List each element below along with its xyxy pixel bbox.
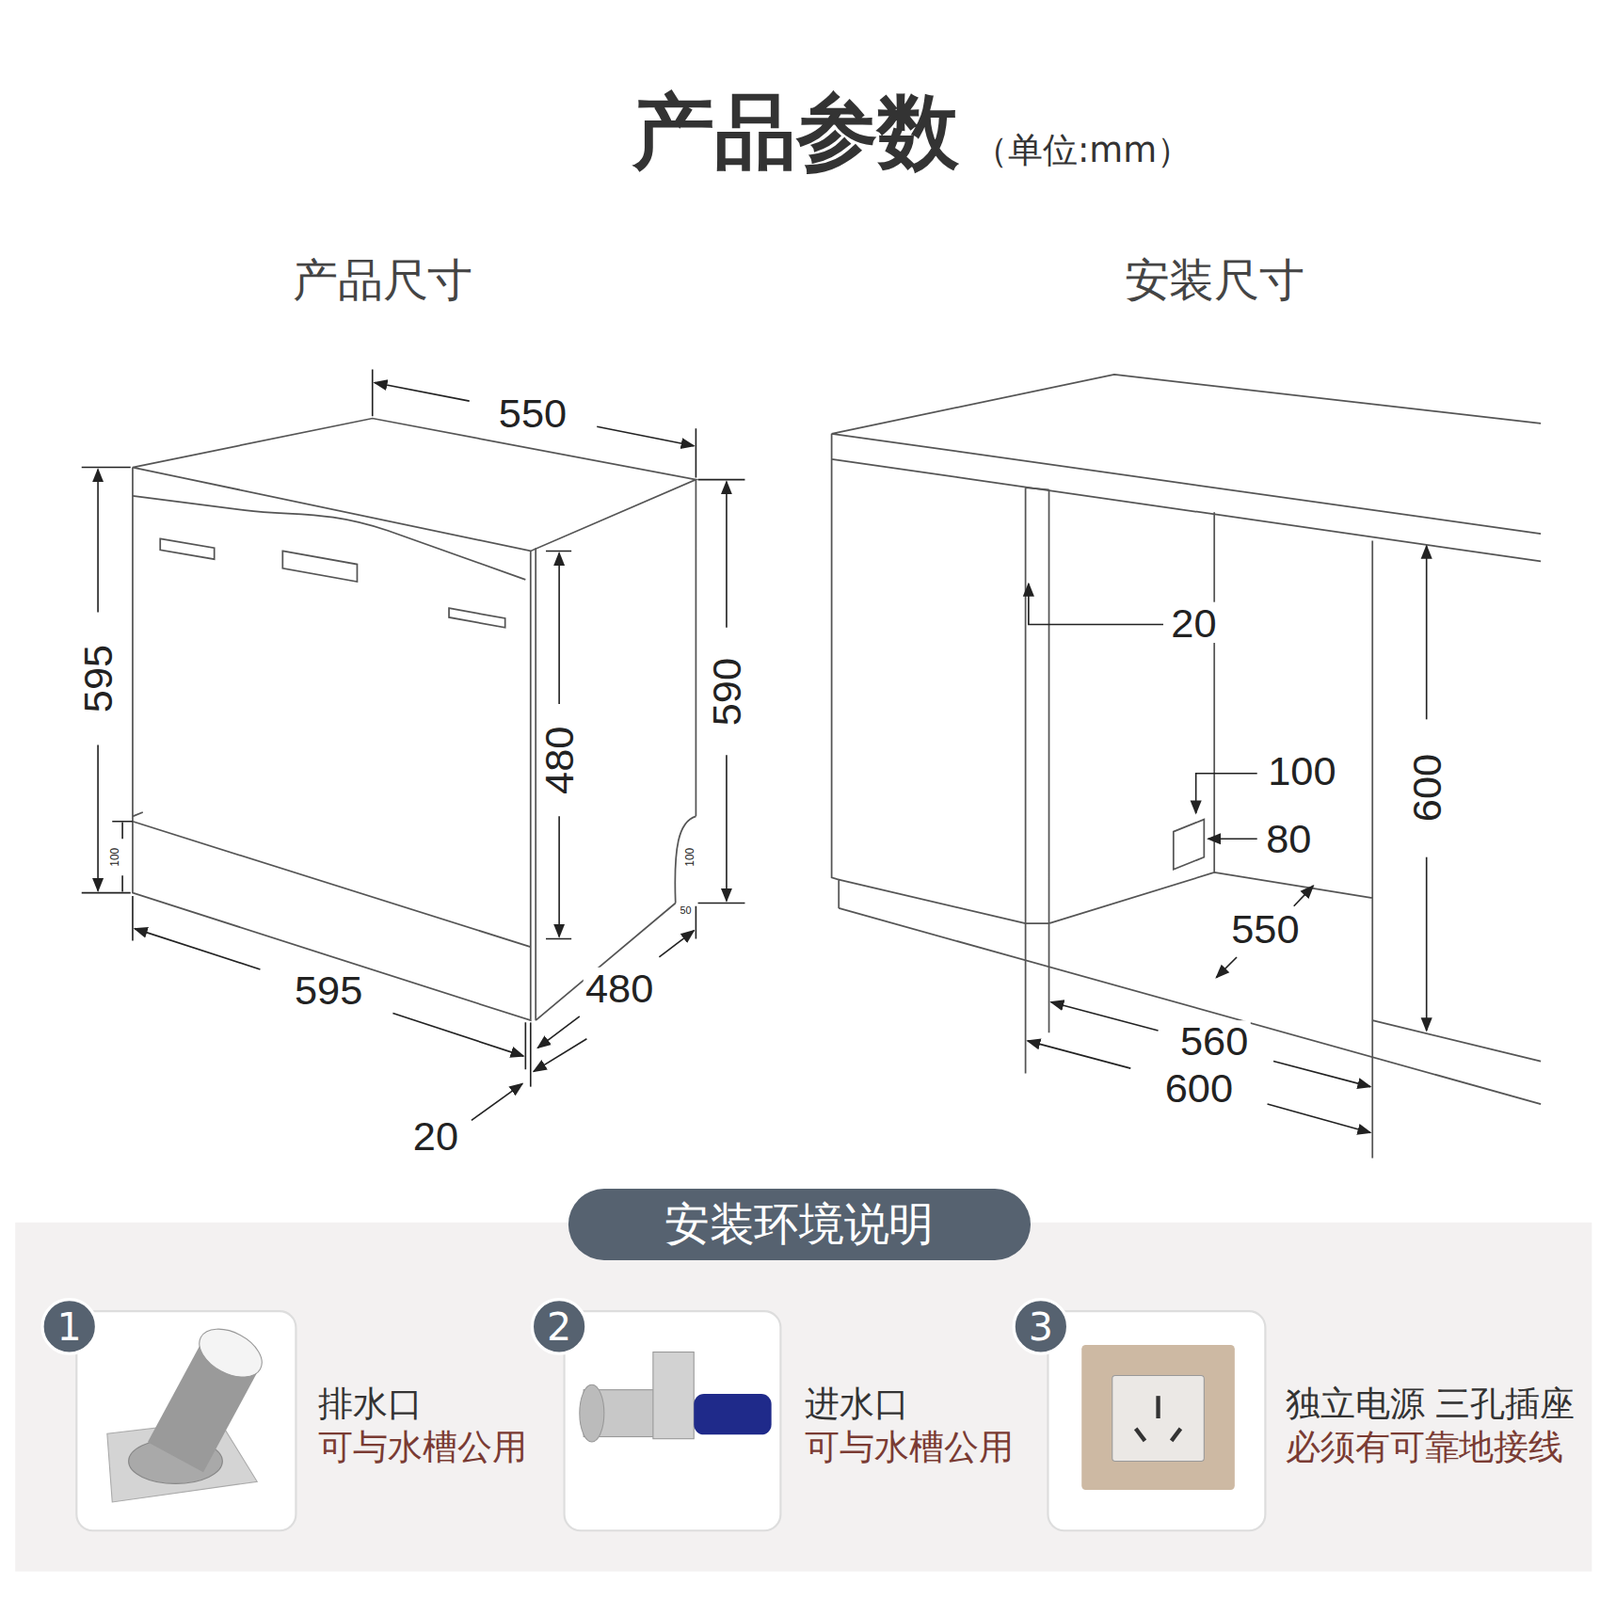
section-heading: 产品尺寸 [290, 257, 475, 304]
requirement-note: 可与水槽公用 [802, 1429, 1016, 1465]
countertop [832, 374, 1542, 561]
pipe-opening [191, 1319, 271, 1388]
section-heading: 安装尺寸 [1122, 257, 1307, 304]
node-text-holder: 安装环境说明 [567, 1188, 1030, 1261]
dimension-line [1425, 857, 1428, 1031]
dimension-value: 100 [684, 846, 696, 869]
cabinet-niche [1025, 487, 1374, 1158]
step-number: 1 [40, 1297, 98, 1356]
dimension-line [658, 930, 694, 958]
leader-line [1196, 773, 1258, 814]
extension-line [529, 1022, 532, 1087]
circle-fill [42, 1299, 96, 1354]
dimension-line [596, 426, 694, 447]
requirement-title: 进水口 [802, 1385, 912, 1421]
dimension-value: 100 [1265, 750, 1339, 791]
dimension-line [725, 481, 728, 628]
dimension-line [96, 744, 99, 891]
product-front [132, 467, 531, 1022]
control-buttons [160, 538, 505, 627]
circle-fill [1013, 1299, 1068, 1354]
unit-note: （单位:mm） [971, 132, 1194, 168]
dimension-value: 20 [411, 1115, 462, 1156]
dimension-line [1425, 545, 1428, 720]
dimension-value: 560 [1178, 1020, 1251, 1061]
dimension-line [374, 383, 470, 402]
dimension-value: 550 [496, 392, 570, 433]
dimension-line [533, 1039, 587, 1072]
dimension-line [558, 553, 560, 704]
dimension-value: 480 [538, 723, 579, 797]
valve-pipe [653, 1352, 694, 1440]
leader-line [1028, 583, 1164, 624]
dimension-line [537, 1016, 579, 1049]
icon-card [564, 1311, 782, 1531]
dimension-line [134, 928, 260, 970]
leader-line [1208, 837, 1258, 840]
node-text-holder: 2 [530, 1297, 589, 1356]
node-text-holder: 3 [1012, 1297, 1071, 1356]
socket-hole [1155, 1395, 1160, 1419]
circle-fill [531, 1299, 586, 1354]
dimension-value: 600 [1163, 1067, 1236, 1108]
dimension-value: 480 [583, 967, 656, 1008]
step-number-text: 1 [57, 1307, 82, 1346]
node-text-holder: 1 [40, 1297, 98, 1356]
requirement-title: 独立电源 三孔插座 [1283, 1385, 1577, 1421]
dimension-value: 550 [1229, 908, 1302, 949]
extension-line [372, 368, 697, 478]
product-side [535, 480, 696, 1022]
socket-hole [1136, 1428, 1146, 1441]
socket-cutout [1173, 819, 1205, 870]
dimension-line [1027, 1040, 1132, 1069]
dimension-line [725, 754, 728, 901]
socket-hole [1171, 1428, 1182, 1441]
valve-knob [693, 1393, 771, 1435]
dimension-line [1273, 1061, 1371, 1088]
info-panel [15, 1222, 1592, 1572]
step-number-text: 3 [1028, 1307, 1054, 1346]
dimension-line [558, 816, 560, 937]
cabinet [832, 459, 1542, 1104]
icon-card [1047, 1311, 1265, 1531]
dimension-line [392, 1013, 524, 1057]
socket-plate [1081, 1344, 1235, 1490]
dimension-value: 80 [1264, 818, 1314, 860]
requirement-title: 排水口 [316, 1385, 425, 1421]
step-number: 3 [1012, 1297, 1071, 1356]
kick-plate [132, 812, 531, 947]
step-number: 2 [530, 1297, 589, 1356]
dimension-value: 595 [77, 642, 118, 716]
valve-flange [579, 1384, 605, 1442]
dimension-line [1267, 1104, 1372, 1133]
leader-line [471, 1083, 523, 1120]
dimension-value: 100 [110, 846, 122, 869]
socket-face [1112, 1375, 1205, 1461]
dimension-line [96, 469, 99, 613]
icon-card [76, 1311, 296, 1531]
band-title: 安装环境说明 [664, 1201, 934, 1248]
product-top [132, 418, 696, 552]
title: 产品参数 [632, 92, 960, 175]
requirement-note: 必须有可靠地接线 [1283, 1429, 1566, 1465]
dimension-value: 595 [292, 969, 366, 1010]
dimension-line [1216, 957, 1237, 978]
dimension-value: 20 [1168, 602, 1219, 643]
control-panel-line [132, 496, 526, 580]
dimension-line [1294, 885, 1314, 907]
dimension-value: 590 [705, 656, 747, 729]
dimension-value: 50 [677, 906, 693, 917]
band-fill [567, 1188, 1030, 1261]
step-number-text: 2 [546, 1307, 572, 1346]
requirement-note: 可与水槽公用 [316, 1429, 529, 1465]
extension-line [132, 896, 696, 1070]
section-band: 安装环境说明 [567, 1188, 1030, 1261]
dimension-line [1051, 1002, 1159, 1031]
dimension-value: 600 [1406, 752, 1447, 825]
